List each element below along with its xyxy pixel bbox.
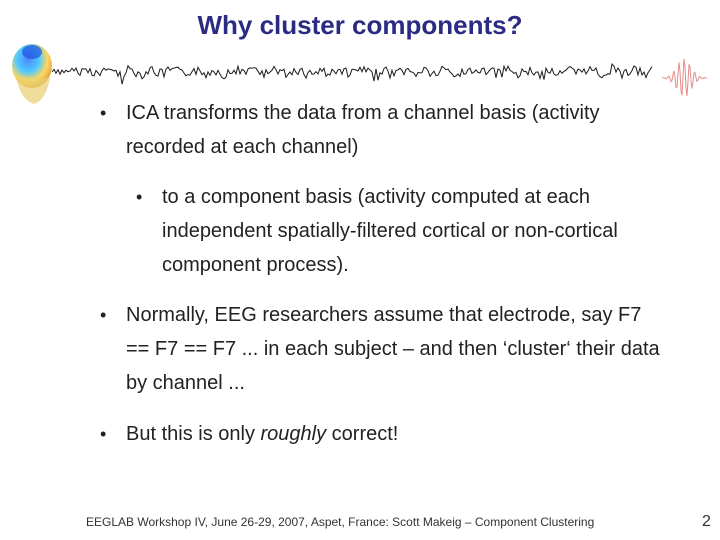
bullet-dot: • (100, 424, 107, 444)
page-number: 2 (702, 513, 711, 530)
bullet-dot: • (100, 305, 107, 325)
bullet-text: Normally, EEG researchers assume that el… (126, 304, 660, 394)
footer-text: EEGLAB Workshop IV, June 26-29, 2007, As… (86, 515, 595, 529)
bullet-roughly-correct: • But this is only roughly correct! (100, 417, 646, 451)
bullet-ica-transforms: • ICA transforms the data from a channel… (100, 96, 646, 164)
bullet-text: to a component basis (activity computed … (162, 186, 618, 276)
bullet-text-emphasis: roughly (260, 423, 327, 445)
scalp-map-logo-icon (12, 44, 52, 104)
bullet-text-post: correct! (326, 423, 399, 445)
bullet-dot: • (136, 187, 143, 207)
bullet-text: ICA transforms the data from a channel b… (126, 102, 600, 158)
slide-title: Why cluster components? (197, 10, 523, 40)
sub-bullet-component-basis: • to a component basis (activity compute… (136, 180, 662, 282)
bullet-eeg-researchers: • Normally, EEG researchers assume that … (100, 298, 666, 400)
bullet-dot: • (100, 103, 107, 123)
bullet-text-pre: But this is only (126, 423, 261, 445)
eeg-trace-graphic (52, 58, 708, 97)
